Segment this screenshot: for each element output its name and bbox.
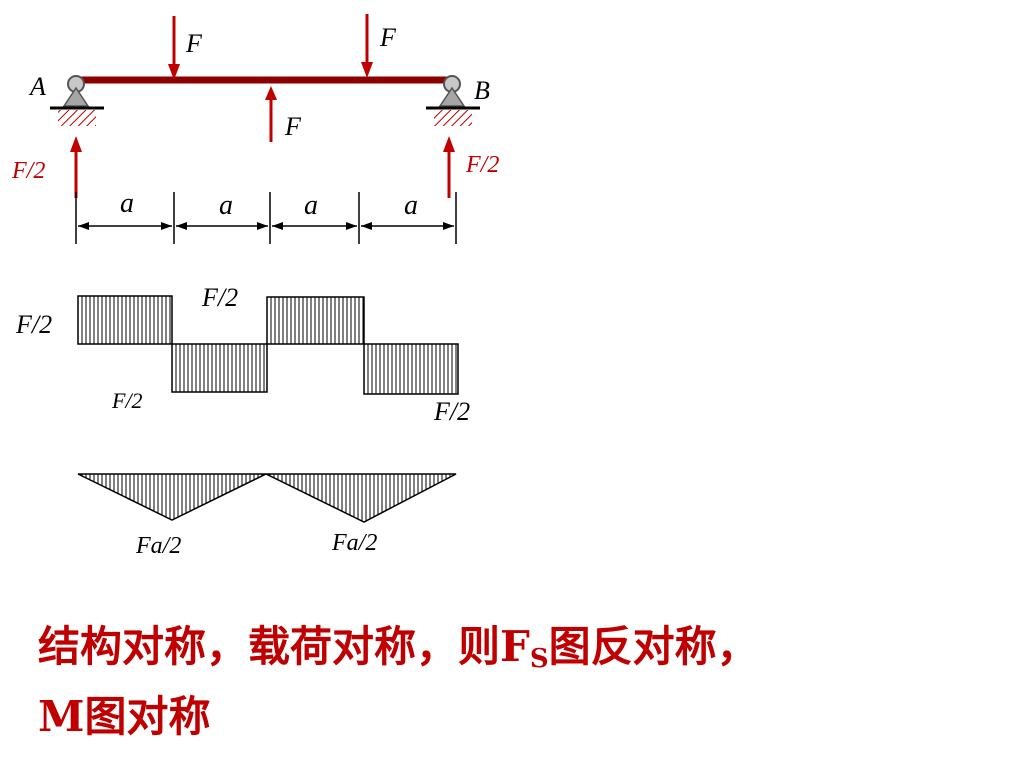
moment-label-2: Fa/2 [331,530,377,556]
reaction-arrow-a [70,136,82,198]
shear-label-1: F/2 [15,310,52,339]
moment-diagram: Fa/2 Fa/2 [77,473,457,559]
load-arrow-down-1 [168,16,180,80]
moment-outline [77,473,457,523]
shear-outline [77,295,459,395]
load-label-1: F [185,29,203,58]
shear-hatch [81,296,457,394]
caption-subscript: S [529,644,549,674]
load-label-3: F [284,112,302,141]
dimension-lines [75,192,457,244]
reaction-label-b: F/2 [465,152,499,178]
load-arrow-down-2 [361,14,373,78]
segment-label-2: a [219,190,233,221]
shear-label-3: F/2 [111,388,143,413]
label-point-a: A [28,72,46,101]
load-label-2: F [379,23,397,52]
caption: 结构对称，载荷对称，则FS图反对称， M图对称 [38,618,998,746]
loading-diagram: A B F F F F/2 F/2 [11,14,499,244]
segment-label-1: a [120,188,134,219]
reaction-label-a: F/2 [11,158,45,184]
caption-line1-part1: 结构对称，载荷对称，则F [38,622,530,671]
load-arrow-up [265,86,277,142]
segment-label-4: a [404,190,418,221]
support-a [50,75,104,126]
moment-label-1: Fa/2 [135,533,181,559]
label-point-b: B [474,76,490,105]
caption-line2: M图对称 [38,692,211,741]
support-b [426,75,480,126]
shear-label-2: F/2 [201,283,238,312]
moment-hatch [81,474,455,521]
caption-line1-part2: 图反对称， [548,622,759,671]
shear-diagram: F/2 F/2 F/2 F/2 [15,283,470,426]
reaction-arrow-b [443,136,455,198]
segment-label-3: a [304,190,318,221]
shear-label-4: F/2 [433,397,470,426]
